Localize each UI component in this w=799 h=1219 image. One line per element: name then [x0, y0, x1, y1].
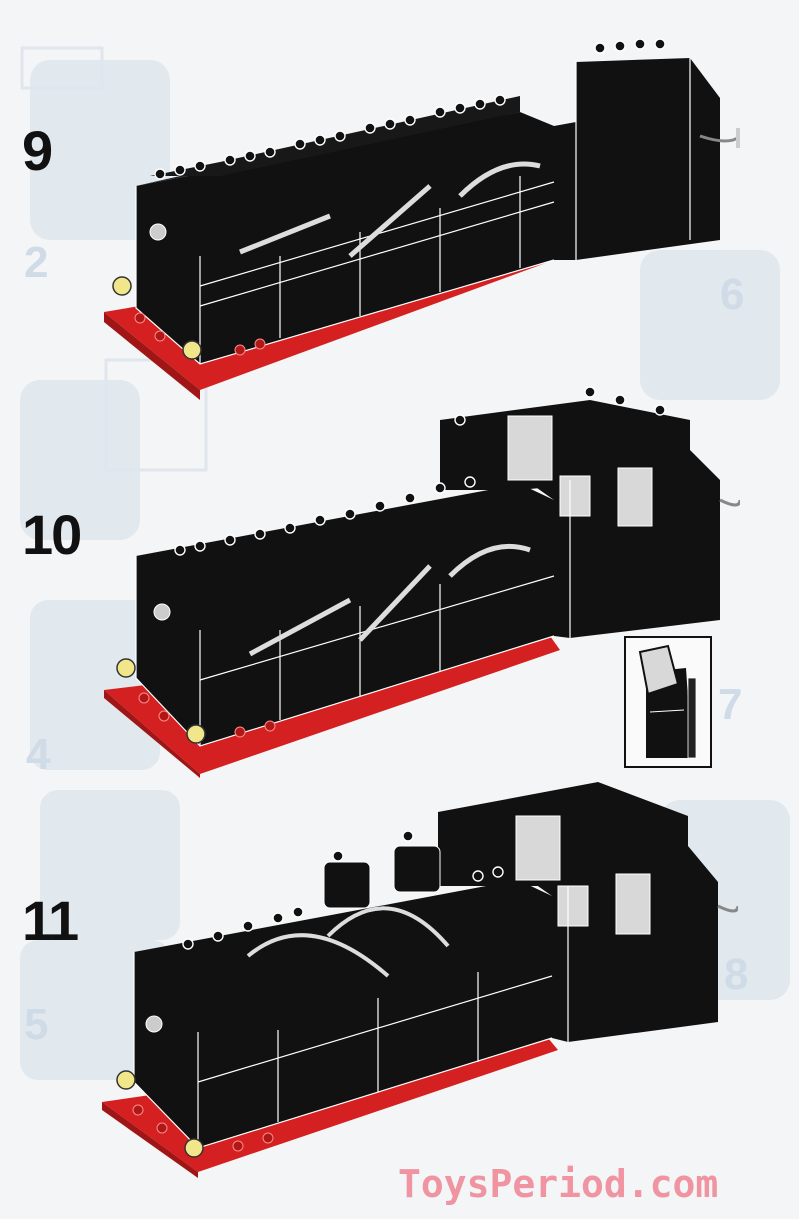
step-number: 11 [22, 889, 79, 952]
step-11-illustration [102, 782, 738, 1178]
cab-door-glass [507, 415, 553, 481]
locomotive-body [134, 880, 552, 1148]
power-plug-icon [699, 128, 740, 148]
buffer-icon [184, 1138, 204, 1158]
locomotive-body [136, 484, 554, 746]
door-glass-icon [638, 644, 680, 696]
cab-window [559, 475, 591, 517]
ghost-number: 6 [720, 270, 745, 319]
buffer-icon [186, 724, 206, 744]
cab-window [615, 873, 651, 935]
watermark-text: ToysPeriod.com [398, 1162, 719, 1206]
cab-door-detail [638, 644, 697, 759]
buffer-icon [116, 1070, 136, 1090]
ghost-number: 7 [718, 680, 743, 729]
cab-door-glass [515, 815, 561, 881]
buffer-icon [112, 276, 132, 296]
ghost-number: 5 [24, 1000, 49, 1049]
power-plug-icon [719, 498, 740, 507]
cab-block [554, 58, 720, 260]
cab-window [617, 467, 653, 527]
ghost-number: 4 [26, 730, 51, 779]
buffer-icon [116, 658, 136, 678]
buffer-icon [182, 340, 202, 360]
step-10-illustration [104, 386, 740, 778]
step-number: 10 [22, 503, 82, 566]
step-number: 9 [22, 119, 53, 182]
step-9-illustration [104, 38, 740, 400]
locomotive-body [136, 112, 554, 364]
cab-window [557, 885, 589, 927]
detail-inset [624, 636, 712, 768]
ghost-number: 2 [24, 238, 49, 287]
ghost-number: 8 [724, 950, 749, 999]
chimney [323, 861, 371, 909]
power-plug-icon [717, 904, 738, 913]
steam-dome [393, 845, 441, 893]
